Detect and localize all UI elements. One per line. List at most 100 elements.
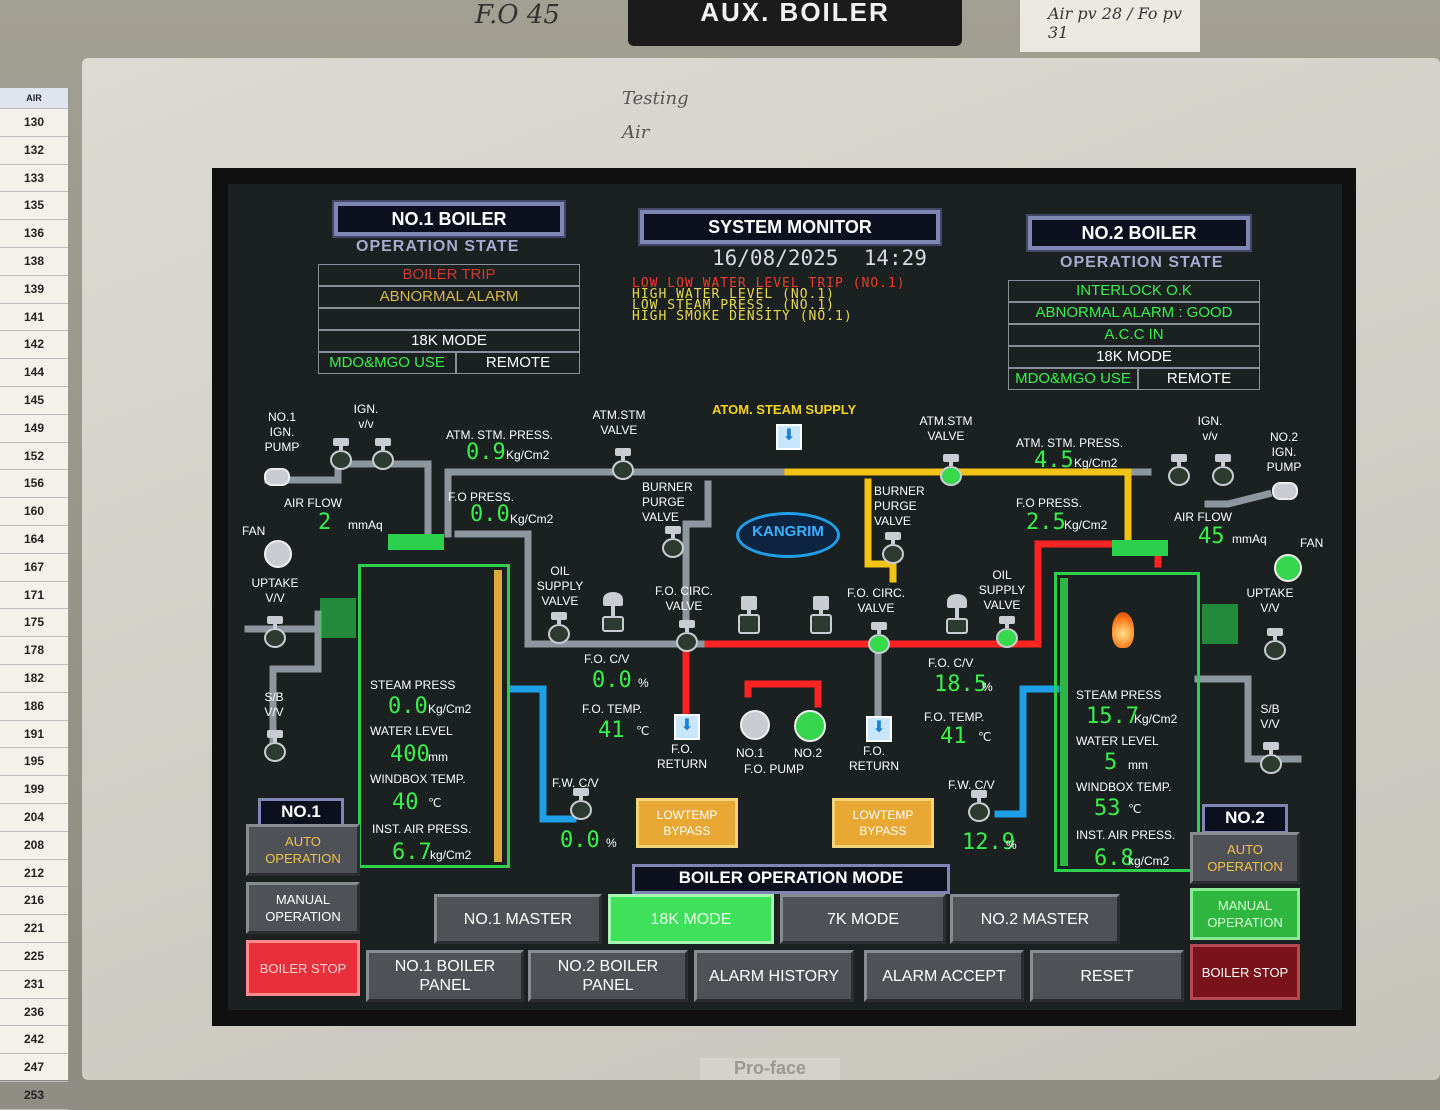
ign-pump-icon [1272,482,1298,500]
boiler1-auto-operation-button[interactable]: AUTO OPERATION [246,824,360,876]
sb-valve-icon [1258,742,1284,774]
boiler1-steam-value: 0.0 [388,694,428,719]
fo-pump-label: F.O. PUMP [744,762,805,776]
no1-master-button[interactable]: NO.1 MASTER [434,894,602,944]
boiler2-fo-cv-value: 18.5 [934,672,987,697]
handwritten-note-center: Testing Air [622,88,689,143]
boiler2-fo-cv-unit: % [982,680,993,694]
feedwater-right [994,685,1060,818]
boiler1-fuel-cell: MDO&MGO USE [318,352,456,374]
alarm-history-button[interactable]: ALARM HISTORY [694,950,854,1002]
uptake-pipe-left [269,610,322,748]
arrow-down-icon: ⬇ [776,424,802,450]
boiler2-inst-air-value: 6.8 [1094,846,1134,871]
7k-mode-button[interactable]: 7K MODE [780,894,946,944]
atm-steam-valve-icon[interactable] [610,448,636,480]
boiler1-control-cell: REMOTE [456,352,580,374]
purge-valve-icon[interactable] [660,526,686,558]
no1-boiler-panel-button[interactable]: NO.1 BOILER PANEL [366,950,524,1002]
boiler2-fo-press-label: F.O PRESS. [1016,496,1083,510]
scale-row: 141 [0,304,68,332]
scale-row: 133 [0,165,68,193]
boiler1-fo-temp-unit: ℃ [636,724,650,738]
atm-steam-valve-icon[interactable] [938,454,964,486]
boiler2-windbox-unit: ℃ [1128,802,1142,816]
arrow-down-icon: ⬇ [674,714,700,740]
scale-row: 191 [0,721,68,749]
boiler2-ign-vv-label: IGN. v/v [1197,414,1223,443]
scale-row: 216 [0,887,68,916]
boiler1-fo-temp-label: F.O. TEMP. [582,702,643,716]
boiler1-sb-label: S/B V/V [264,690,284,719]
circ-valve-icon[interactable] [674,620,700,652]
boiler1-tank [358,564,510,868]
boiler1-steam-unit: Kg/Cm2 [428,702,472,716]
boiler1-air-flow-value: 2 [318,510,332,535]
boiler1-alarm-cell: ABNORMAL ALARM [318,286,580,308]
boiler1-fo-cv-unit: % [638,676,649,690]
boiler2-fan-label: FAN [1300,536,1324,550]
boiler-operation-mode-title: BOILER OPERATION MODE [632,864,950,894]
boiler2-air-flow-label: AIR FLOW [1174,510,1233,524]
sticky-note: Air pv 28 / Fo pv 31 [1020,0,1200,52]
oil-supply-valve-icon[interactable] [994,616,1020,648]
system-date: 16/08/2025 [712,246,839,270]
purge-branch-1 [682,480,712,628]
boiler2-air-flow-unit: mmAq [1232,532,1267,546]
scale-row: 178 [0,637,68,665]
no2-boiler-panel-button[interactable]: NO.2 BOILER PANEL [528,950,688,1002]
scale-row: 132 [0,137,68,165]
alarm-item: LOW LOW WATER LEVEL TRIP (NO.1) [632,276,906,291]
purge-valve-icon[interactable] [880,532,906,564]
boiler1-return-label: F.O. RETURN [657,742,707,771]
boiler2-inst-air-label: INST. AIR PRESS. [1076,828,1176,842]
fw-valve-icon[interactable] [966,790,992,822]
boiler1-water-unit: mm [428,750,448,764]
18k-mode-button[interactable]: 18K MODE [608,894,774,944]
boiler1-manual-operation-button[interactable]: MANUAL OPERATION [246,882,360,934]
boiler2-water-label: WATER LEVEL [1076,734,1159,748]
ign-valve-icon [1210,454,1236,486]
scale-row: 156 [0,470,68,499]
boiler2-inst-air-unit: kg/Cm2 [1128,854,1170,868]
boiler2-air-flow-value: 45 [1198,524,1225,549]
scale-row: 204 [0,804,68,832]
circ-valve-icon[interactable] [866,622,892,654]
alarm-item: LOW STEAM PRESS. (NO.1) [632,298,836,313]
oil-supply-valve-icon[interactable] [546,612,572,644]
fo-pump-2-icon[interactable] [794,710,826,742]
fo-pump-1-icon[interactable] [740,710,770,740]
hmi-screen: NO.1 BOILER OPERATION STATE BOILER TRIP … [228,184,1342,1010]
boiler2-manual-operation-button[interactable]: MANUAL OPERATION [1190,888,1300,940]
boiler2-fo-press-value: 2.5 [1026,510,1066,535]
scale-row: 167 [0,554,68,582]
scale-row: 242 [0,1026,68,1055]
pump1-label: NO.1 [736,746,765,760]
ign-valve-icon [328,438,354,470]
fw-valve-icon[interactable] [568,788,594,820]
boiler1-fo-cv-value: 0.0 [592,668,632,693]
fo-control-valve-icon[interactable] [944,594,970,644]
boiler2-water-value: 5 [1104,750,1118,775]
boiler2-lowtemp-bypass-button[interactable]: LOWTEMP BYPASS [832,798,934,848]
boiler2-fo-temp-label: F.O. TEMP. [924,710,985,724]
pump-loop [744,680,822,708]
reset-button[interactable]: RESET [1030,950,1184,1002]
scale-row: 152 [0,443,68,471]
boiler2-mode-cell: 18K MODE [1008,346,1260,368]
boiler2-fw-unit: % [1006,838,1017,852]
scale-row: 171 [0,582,68,610]
no2-master-button[interactable]: NO.2 MASTER [950,894,1120,944]
alarm-accept-button[interactable]: ALARM ACCEPT [864,950,1024,1002]
arrow-down-icon: ⬇ [866,716,892,742]
boiler2-control-cell: REMOTE [1138,368,1260,390]
boiler2-auto-operation-button[interactable]: AUTO OPERATION [1190,832,1300,884]
scale-row: 186 [0,693,68,721]
boiler1-lowtemp-bypass-button[interactable]: LOWTEMP BYPASS [636,798,738,848]
boiler2-uptake-label: UPTAKE V/V [1246,586,1294,615]
boiler1-stop-button[interactable]: BOILER STOP [246,940,360,996]
system-datetime: 16/08/2025 14:29 [712,246,927,270]
fo-control-valve-icon[interactable] [600,592,626,642]
scale-row: 145 [0,387,68,415]
boiler2-stop-button[interactable]: BOILER STOP [1190,944,1300,1000]
